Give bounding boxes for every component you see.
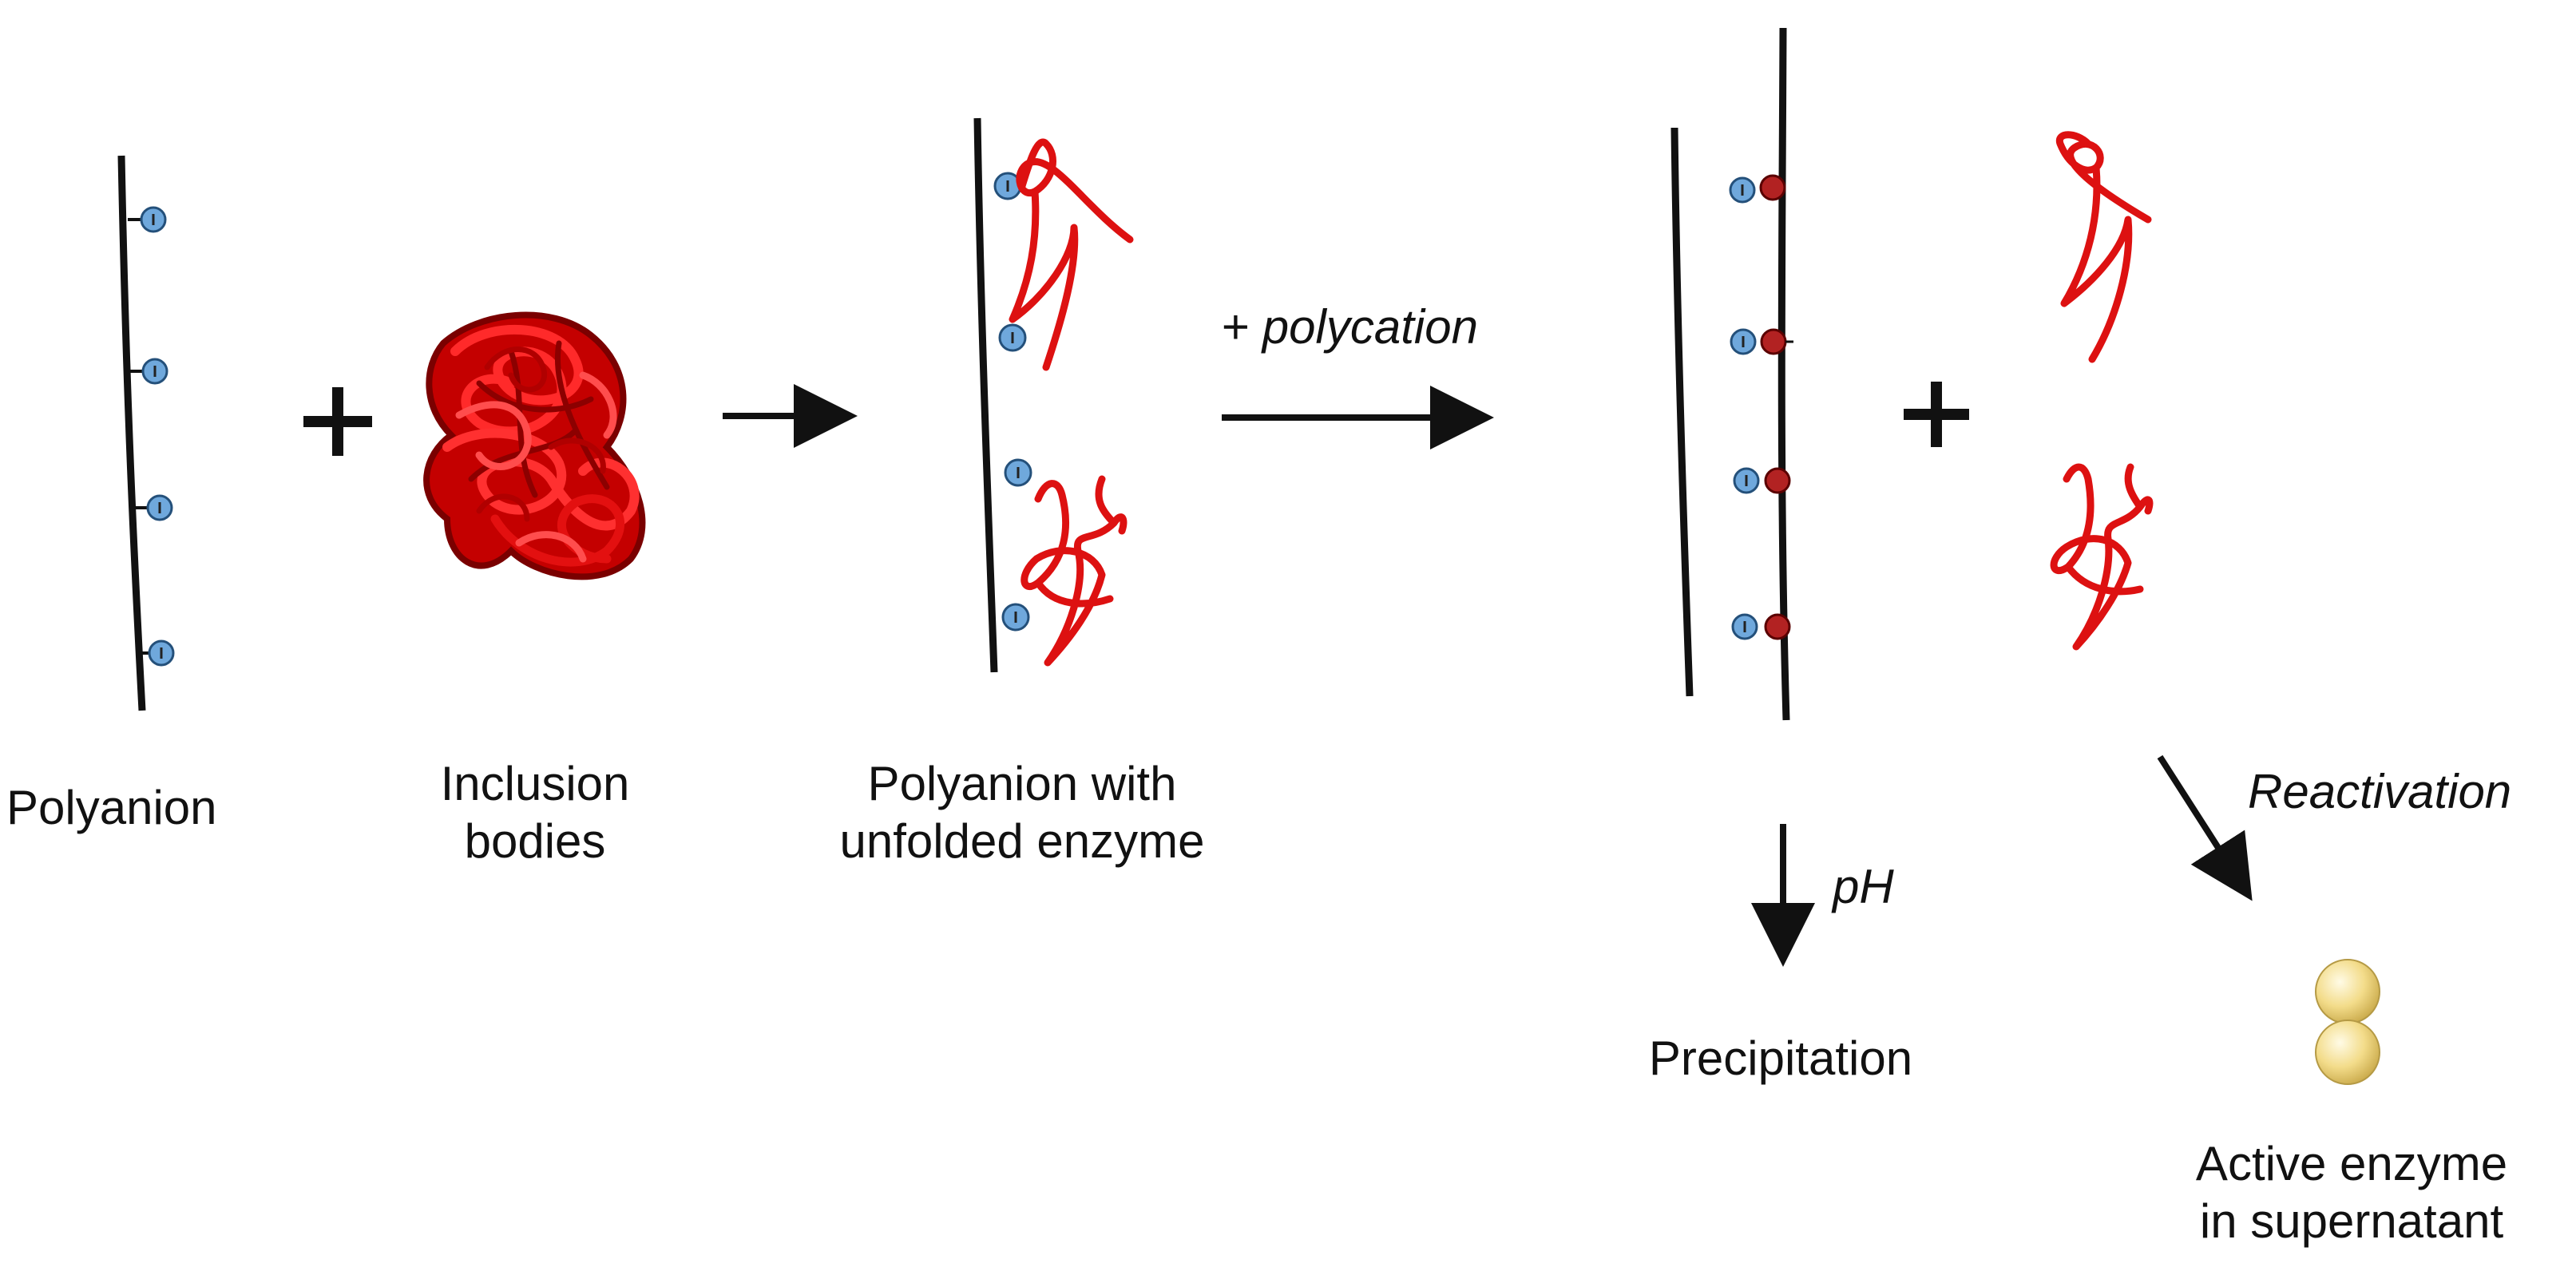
anion-bead [1004,458,1032,487]
anion-bead [1001,603,1030,632]
polyanion-chain [117,155,175,711]
arrow-reactivation [2157,754,2253,901]
plus-sign [303,387,372,456]
label-complex-line2: unfolded enzyme [839,814,1205,868]
label-polyanion: Polyanion [6,781,217,834]
ion-pair [1729,174,1786,204]
label-inclusion-bodies: Inclusion bodies [415,755,655,870]
ion-pair [1733,467,1791,494]
label-inclusion-bodies-line1: Inclusion [440,757,630,810]
label-active-line1: Active enzyme [2195,1137,2508,1190]
anion-bead [133,494,173,521]
polyelectrolyte-complex [1670,27,1793,721]
anion-bead [130,358,168,385]
anion-bead [128,206,167,233]
unfolded-enzyme [2050,463,2154,651]
anion-bead [998,323,1027,352]
label-inclusion-bodies-line2: bodies [464,814,606,868]
ion-pair [1731,613,1791,640]
ion-pair [1730,328,1793,355]
label-complex-line1: Polyanion with [867,757,1177,810]
unfolded-enzyme [1009,138,1134,371]
label-polyanion-unfolded-enzyme: Polyanion with unfolded enzyme [799,755,1246,870]
plus-sign [1904,382,1969,447]
active-enzyme-dimer [2315,959,2380,1085]
label-polycation: + polycation [1221,300,1478,354]
released-enzymes [2050,131,2154,651]
unfolded-enzyme [1020,475,1127,667]
anion-bead [137,639,175,667]
label-active-line2: in supernatant [2199,1194,2504,1248]
inclusion-bodies-aggregate [423,311,646,580]
label-ph: pH [1833,860,1894,913]
label-precipitation: Precipitation [1648,1031,1913,1085]
polyanion-unfolded-complex [973,117,1134,673]
label-active-enzyme: Active enzyme in supernatant [2176,1135,2527,1250]
label-reactivation: Reactivation [2248,765,2512,818]
unfolded-enzyme [2055,131,2152,363]
polyanion-chain [1670,127,1694,697]
